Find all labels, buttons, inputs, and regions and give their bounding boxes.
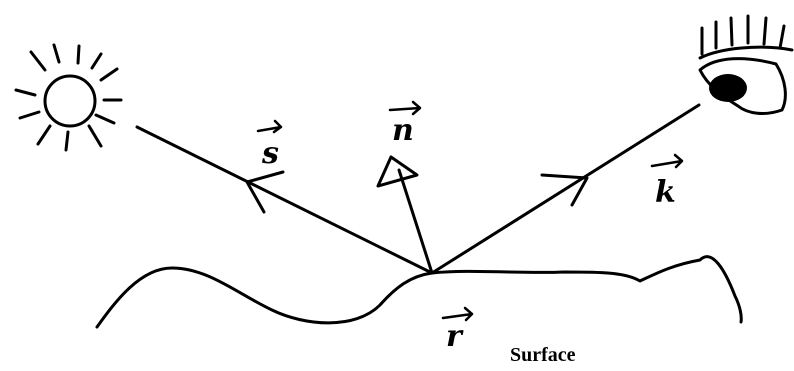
- label-k: k: [650, 153, 684, 210]
- ray-k: [430, 103, 701, 275]
- ray-k-arrowhead: [540, 173, 589, 207]
- label-n-arrow: [388, 100, 422, 116]
- normal-n: [376, 155, 434, 275]
- eye-lid-line: [698, 45, 794, 60]
- surface-caption: Surface: [510, 344, 576, 366]
- sun-disc: [43, 74, 97, 128]
- sun-icon: [14, 43, 123, 152]
- label-r: r: [441, 306, 474, 354]
- eye-lashes: [700, 14, 786, 56]
- label-n-text: n: [392, 113, 414, 148]
- label-r-text: r: [446, 319, 464, 354]
- label-k-text: k: [655, 175, 676, 210]
- ray-s-line: [135, 125, 434, 275]
- eye-pupil: [709, 74, 747, 102]
- label-s-arrow: [256, 119, 283, 134]
- label-s-text: s: [261, 136, 279, 171]
- normal-n-arrowhead: [376, 155, 419, 188]
- surface-curve: [95, 255, 743, 329]
- ray-k-line: [430, 103, 701, 275]
- label-k-arrow: [650, 153, 684, 169]
- normal-n-line: [397, 168, 434, 275]
- ray-s-arrowhead: [245, 170, 285, 214]
- label-s: s: [256, 119, 283, 171]
- eye-icon: [698, 14, 794, 115]
- sun-rays: [14, 43, 123, 152]
- ray-s: [135, 125, 434, 275]
- label-n: n: [388, 100, 422, 148]
- label-r-arrow: [441, 306, 474, 322]
